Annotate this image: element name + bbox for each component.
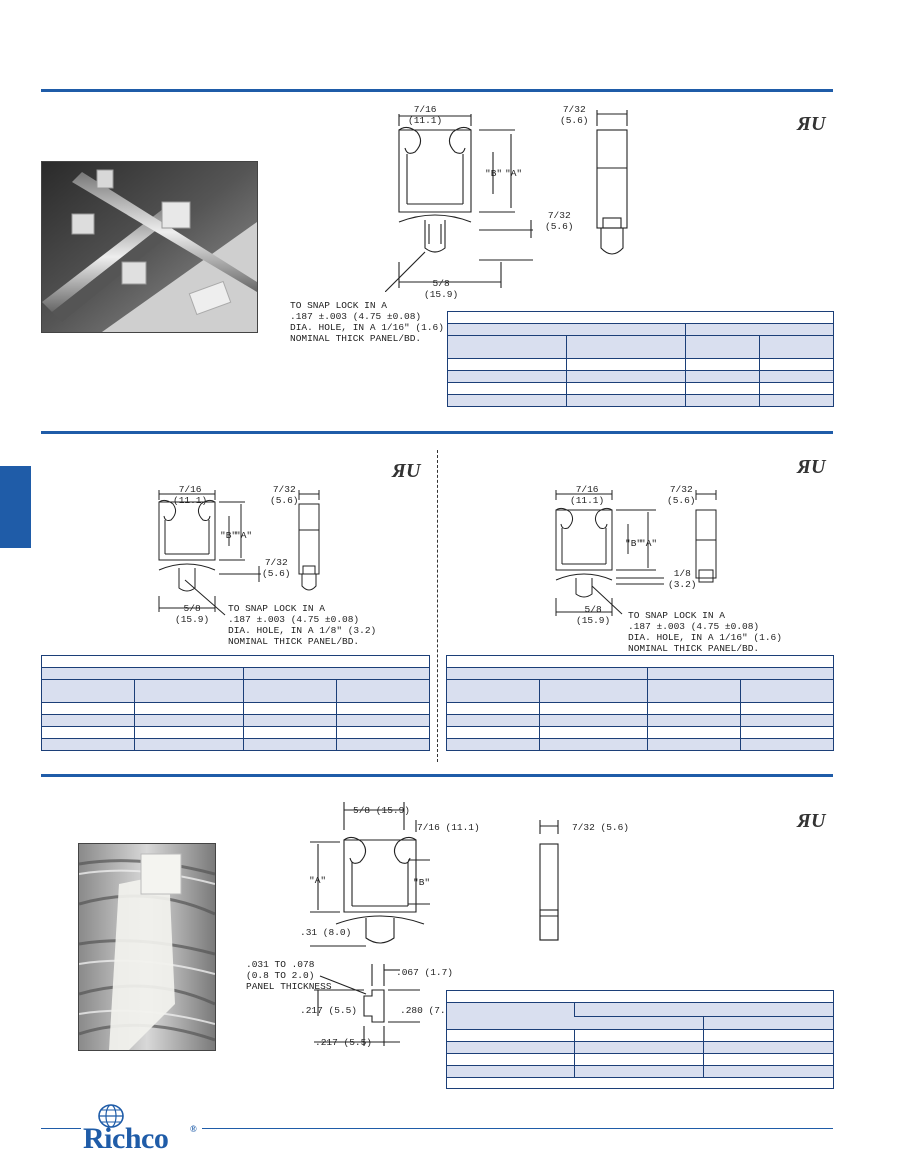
- svg-text:U: U: [406, 460, 422, 482]
- s4-left-height: .217 (5.5): [300, 1005, 358, 1016]
- table-row: [446, 726, 834, 739]
- table-row: [41, 738, 430, 751]
- s1-side-width: 7/32 (5.6): [560, 104, 589, 126]
- richco-logo: Richco: [83, 1122, 169, 1155]
- svg-text:Я: Я: [391, 460, 407, 482]
- section2-side-drawing: [298, 490, 320, 591]
- s3-side-width: 7/32 (5.6): [667, 484, 696, 506]
- table-row: [446, 1053, 834, 1066]
- svg-text:U: U: [811, 810, 827, 832]
- section-rule-top: [41, 89, 833, 92]
- footer-rule-right: [202, 1128, 833, 1129]
- s2-b-label: "B": [220, 530, 238, 541]
- svg-text:Я: Я: [796, 810, 812, 832]
- column-divider: [437, 450, 438, 762]
- cable-clip-photo: [41, 161, 258, 333]
- section1-front-drawing: [385, 114, 533, 292]
- table-row: [446, 702, 834, 715]
- s1-mounting-note: TO SNAP LOCK IN A .187 ±.003 (4.75 ±0.08…: [290, 300, 444, 344]
- section-rule-bottom: [41, 774, 833, 777]
- section-rule-middle: [41, 431, 833, 434]
- richco-globe-icon: [98, 1104, 124, 1128]
- table-row: [447, 370, 834, 383]
- s4-right-height: .280 (7.1): [400, 1005, 458, 1016]
- svg-text:U: U: [811, 113, 827, 135]
- section3-spec-table: [446, 655, 834, 751]
- s4-a-label: "A": [309, 875, 327, 886]
- s4-head-thickness: .067 (1.7): [396, 967, 454, 978]
- ul-recognized-icon: Я U: [796, 810, 827, 832]
- s3-width-top: 7/16 (11.1): [570, 484, 605, 506]
- s3-a-label: "A": [640, 538, 658, 549]
- s2-mounting-note: TO SNAP LOCK IN A .187 ±.003 (4.75 ±0.08…: [228, 603, 377, 647]
- footer-rule-left: [41, 1128, 81, 1129]
- section3-front-drawing: [555, 490, 664, 616]
- section4-spec-table: [446, 990, 835, 1089]
- section4-side-drawing: [539, 820, 559, 941]
- s4-overall-width: 5/8 (15.9): [353, 805, 411, 816]
- section2-spec-table: [41, 655, 430, 751]
- s3-mounting-note: TO SNAP LOCK IN A .187 ±.003 (4.75 ±0.08…: [628, 610, 782, 654]
- wire-bundle-clip-photo: [78, 843, 216, 1051]
- s4-inner-width: 7/16 (11.1): [417, 822, 480, 833]
- s1-a-label: "A": [505, 168, 523, 179]
- section1-spec-table: [447, 311, 834, 407]
- s2-base-width: 5/8 (15.9): [175, 603, 210, 625]
- s3-base-width: 5/8 (15.9): [576, 604, 611, 626]
- section3-side-drawing: [695, 490, 717, 583]
- table-row: [446, 714, 834, 727]
- s1-right-gap: 7/32 (5.6): [545, 210, 574, 232]
- s2-side-width: 7/32 (5.6): [270, 484, 299, 506]
- section2-front-drawing: [158, 490, 261, 616]
- table-row: [446, 1029, 834, 1042]
- s4-bottom-width: .217 (5.5): [315, 1037, 373, 1048]
- table-row: [41, 702, 430, 715]
- svg-text:Я: Я: [796, 113, 812, 135]
- s4-base-offset: .31 (8.0): [300, 927, 352, 938]
- table-row: [447, 394, 834, 407]
- table-row: [446, 738, 834, 751]
- s3-b-label: "B": [625, 538, 643, 549]
- table-row: [41, 726, 430, 739]
- ul-recognized-icon: Я U: [391, 460, 422, 482]
- s2-right-gap: 7/32 (5.6): [262, 557, 291, 579]
- table-row: [447, 358, 834, 371]
- ul-recognized-icon: Я U: [796, 113, 827, 135]
- s1-b-label: "B": [485, 168, 503, 179]
- table-row: [446, 1065, 834, 1078]
- s2-width-top: 7/16 (11.1): [173, 484, 208, 506]
- section4-panel-drawing: [314, 964, 420, 1046]
- registered-mark: ®: [190, 1124, 197, 1134]
- table-row: [446, 1041, 834, 1054]
- section1-side-drawing: [596, 110, 628, 255]
- ul-recognized-icon: Я U: [796, 456, 827, 478]
- s3-right-gap: 1/8 (3.2): [668, 568, 697, 590]
- svg-text:U: U: [811, 456, 827, 478]
- s1-base-width: 5/8 (15.9): [424, 278, 459, 300]
- section4-front-drawing: [310, 802, 430, 947]
- s2-a-label: "A": [235, 530, 253, 541]
- s4-b-label: "B": [413, 877, 431, 888]
- s1-width-top: 7/16 (11.1): [408, 104, 443, 126]
- svg-text:Я: Я: [796, 456, 812, 478]
- s4-side-width: 7/32 (5.6): [572, 822, 630, 833]
- table-row: [41, 714, 430, 727]
- s4-panel-thickness: .031 TO .078 (0.8 TO 2.0) PANEL THICKNES…: [246, 959, 332, 992]
- table-row: [447, 382, 834, 395]
- side-section-tab: [0, 466, 31, 548]
